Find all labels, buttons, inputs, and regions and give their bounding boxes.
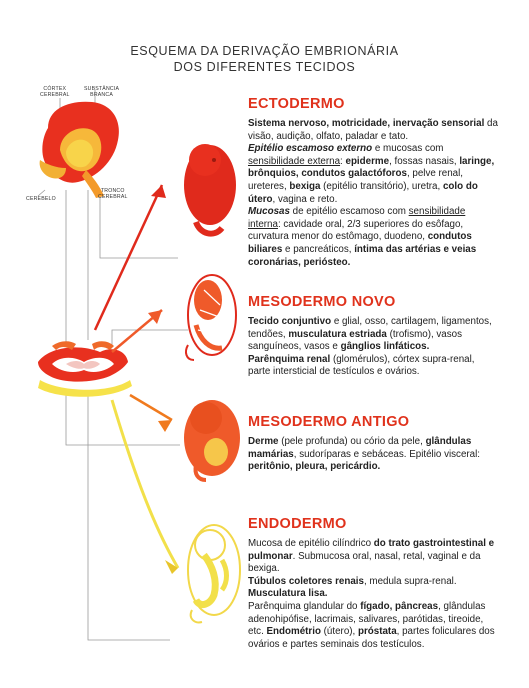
spinal-cord-cross-section: [38, 341, 132, 397]
brain-illustration: [39, 101, 119, 198]
mesoderm-new-text: Tecido conjuntivo e glial, osso, cartila…: [248, 316, 492, 378]
embryo-ectoderm: [184, 144, 236, 237]
heading-endoderm: ENDODERMO: [248, 516, 347, 532]
embryo-mesoderm-old: [184, 400, 240, 482]
title-line-1: ESQUEMA DA DERIVAÇÃO EMBRIONÁRIA: [130, 44, 399, 58]
heading-mesoderm-new: MESODERMO NOVO: [248, 294, 396, 310]
body-endoderm: Mucosa de epitélio cilíndrico do trato g…: [248, 538, 498, 651]
body-ectoderm: Sistema nervoso, motricidade, inervação …: [248, 118, 498, 269]
body-mesoderm-new: Tecido conjuntivo e glial, osso, cartila…: [248, 316, 498, 379]
embryo-endoderm: [187, 524, 241, 624]
connector-lines: [37, 90, 188, 641]
arrows: [93, 184, 180, 574]
label-cerebelo: CEREBELO: [26, 196, 56, 202]
embryo-mesoderm-new: [185, 274, 237, 361]
heading-ectoderm: ECTODERMO: [248, 96, 345, 112]
label-cortex: CÓRTEX CEREBRAL: [40, 86, 70, 98]
ectoderm-text: Sistema nervoso, motricidade, inervação …: [248, 118, 498, 268]
endoderm-text: Mucosa de epitélio cilíndrico do trato g…: [248, 538, 495, 650]
body-mesoderm-old: Derme (pele profunda) ou cório da pele, …: [248, 436, 500, 474]
label-substancia-branca: SUBSTÂNCIA BRANCA: [84, 86, 120, 98]
page-title: ESQUEMA DA DERIVAÇÃO EMBRIONÁRIA DOS DIF…: [0, 44, 529, 74]
label-tronco-cerebral: TRONCO CEREBRAL: [98, 188, 128, 200]
title-line-2: DOS DIFERENTES TECIDOS: [173, 60, 356, 74]
heading-mesoderm-old: MESODERMO ANTIGO: [248, 414, 410, 430]
mesoderm-old-text: Derme (pele profunda) ou cório da pele, …: [248, 436, 481, 473]
